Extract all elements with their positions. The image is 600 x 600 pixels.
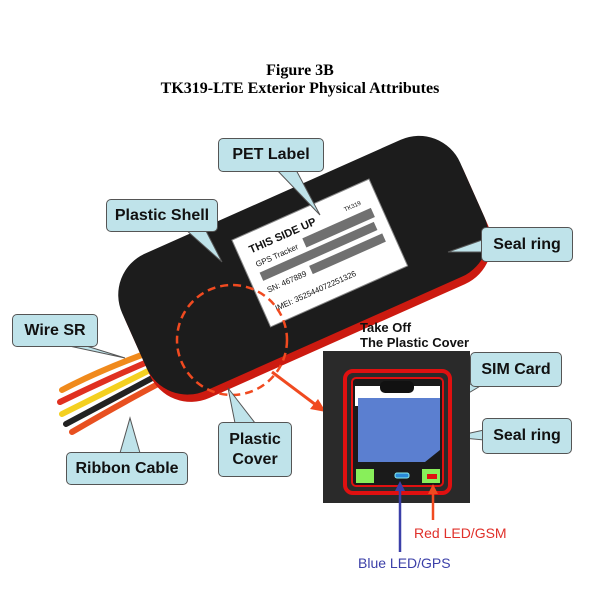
figure-number: Figure 3B [266,62,334,79]
callout-seal-ring-inset: Seal ring [482,418,572,454]
ribbon-cable [57,349,161,435]
callout-ribbon-cable: Ribbon Cable [66,452,188,485]
cover-highlight-circle [175,283,289,397]
blue-led [394,472,410,479]
sim-card [358,398,440,462]
green-pad [356,469,374,483]
callout-plastic-shell: Plastic Shell [106,199,218,232]
seal-ring [343,369,452,495]
callout-seal-ring-top: Seal ring [481,227,573,262]
cover-arrow [271,370,321,410]
callout-wire-sr: Wire SR [12,314,98,347]
red-led-label: Red LED/GSM [414,525,507,541]
inset-sim-compartment [323,351,470,552]
blue-led-label: Blue LED/GPS [358,555,451,571]
figure-title: TK319-LTE Exterior Physical Attributes [160,80,440,97]
device-body: THIS SIDE UP TK319 GPS Tracker SN: 46788… [118,135,492,402]
red-led [427,474,437,479]
inset-caption-line1: Take Off [360,320,412,335]
callout-sim-card: SIM Card [470,352,562,387]
inset-caption-line2: The Plastic Cover [360,335,470,350]
callout-plastic-cover: Plastic Cover [218,422,292,477]
callout-pet-label: PET Label [218,138,324,172]
